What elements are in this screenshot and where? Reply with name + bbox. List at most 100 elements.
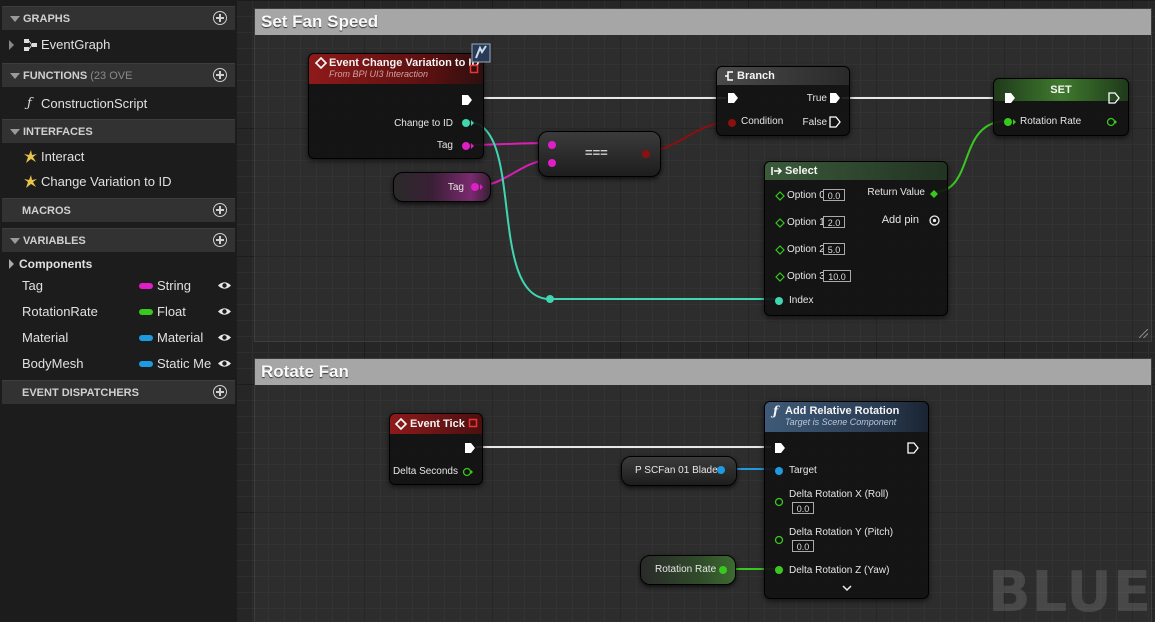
sidebar-item-change-variation[interactable]: Change Variation to ID bbox=[2, 170, 235, 194]
delta-y-value-field[interactable]: 0.0 bbox=[792, 540, 814, 552]
float-pin-icon[interactable] bbox=[718, 565, 728, 575]
variable-type-pill bbox=[139, 335, 153, 341]
eye-icon[interactable] bbox=[218, 307, 231, 316]
exec-out-pin-icon[interactable] bbox=[829, 92, 841, 104]
blueprint-watermark: BLUEP bbox=[988, 560, 1155, 622]
function-node-header[interactable]: ƒ Add Relative Rotation Target is Scene … bbox=[765, 402, 928, 432]
sidebar-item-eventgraph[interactable]: EventGraph bbox=[2, 33, 235, 57]
select-node-header[interactable]: Select bbox=[765, 162, 947, 180]
pin-label-delta-seconds: Delta Seconds bbox=[392, 466, 458, 477]
event-subtitle: From BPI UI3 Interaction bbox=[329, 69, 429, 79]
comment-title[interactable]: Rotate Fan bbox=[255, 359, 1151, 385]
float-pin-icon[interactable] bbox=[930, 190, 938, 198]
event-tick-header[interactable]: Event Tick bbox=[390, 414, 482, 434]
variable-name: RotationRate bbox=[22, 304, 98, 319]
string-pin-icon[interactable] bbox=[461, 141, 475, 151]
sidebar-item-constructionscript[interactable]: ƒ ConstructionScript bbox=[2, 92, 235, 116]
float-pin-icon[interactable] bbox=[774, 535, 784, 545]
delegate-pin-icon[interactable] bbox=[469, 64, 479, 74]
wildcard-pin-icon[interactable] bbox=[775, 245, 785, 255]
macros-section-header[interactable]: MACROS bbox=[2, 198, 235, 222]
variable-row-material[interactable]: Material Material bbox=[2, 326, 235, 350]
object-pin-icon[interactable] bbox=[774, 466, 784, 476]
eye-icon[interactable] bbox=[218, 359, 231, 368]
set-rotation-rate-node[interactable]: SET Rotation Rate bbox=[993, 78, 1129, 136]
dispatchers-section-header[interactable]: EVENT DISPATCHERS bbox=[2, 380, 235, 404]
float-pin-out-icon[interactable] bbox=[1106, 117, 1118, 127]
add-graph-icon[interactable] bbox=[213, 11, 227, 25]
exec-out-pin-icon[interactable] bbox=[464, 442, 476, 454]
comment-title[interactable]: Set Fan Speed bbox=[255, 9, 1151, 35]
exec-out-pin-icon[interactable] bbox=[461, 94, 473, 106]
select-icon bbox=[771, 167, 783, 175]
eye-icon[interactable] bbox=[218, 333, 231, 342]
eye-icon[interactable] bbox=[218, 281, 231, 290]
float-pin-icon[interactable] bbox=[1003, 117, 1017, 127]
blueprint-graph-canvas[interactable]: Set Fan Speed Rotate Fan Event Change Va… bbox=[236, 0, 1155, 622]
int-pin-icon[interactable] bbox=[774, 296, 784, 306]
collapse-arrow-icon bbox=[10, 129, 20, 135]
event-change-variation-node[interactable]: Event Change Variation to ID From BPI UI… bbox=[308, 53, 484, 159]
add-pin-icon[interactable] bbox=[929, 215, 940, 226]
variable-type: String bbox=[157, 278, 191, 293]
wildcard-pin-icon[interactable] bbox=[775, 191, 785, 201]
exec-out-pin-icon[interactable] bbox=[829, 116, 841, 128]
expand-chevron-icon[interactable] bbox=[842, 585, 852, 592]
add-relative-rotation-node[interactable]: ƒ Add Relative Rotation Target is Scene … bbox=[764, 401, 929, 599]
resize-handle-icon[interactable] bbox=[1139, 329, 1148, 338]
branch-node-header[interactable]: Branch bbox=[717, 67, 849, 85]
variable-row-rotationrate[interactable]: RotationRate Float bbox=[2, 300, 235, 324]
graph-icon bbox=[24, 39, 37, 51]
add-function-icon[interactable] bbox=[213, 68, 227, 82]
option-value-field[interactable]: 5.0 bbox=[823, 243, 845, 255]
float-pin-out-icon[interactable] bbox=[462, 467, 474, 477]
exec-out-pin-icon[interactable] bbox=[1108, 92, 1120, 104]
select-float-node[interactable]: Select Option 0 0.0 Option 1 2.0 Option … bbox=[764, 161, 948, 316]
variable-row-bodymesh[interactable]: BodyMesh Static Me bbox=[2, 352, 235, 376]
variable-type: Float bbox=[157, 304, 186, 319]
string-pin-icon[interactable] bbox=[470, 182, 484, 192]
tag-variable-node[interactable]: Tag bbox=[393, 172, 491, 202]
option-value-field[interactable]: 10.0 bbox=[823, 270, 851, 282]
wildcard-pin-icon[interactable] bbox=[775, 218, 785, 228]
exec-in-pin-icon[interactable] bbox=[774, 442, 786, 454]
branch-node[interactable]: Branch True Condition False bbox=[716, 66, 850, 136]
add-pin-label[interactable]: Add pin bbox=[881, 214, 919, 226]
float-pin-icon[interactable] bbox=[774, 565, 784, 575]
set-node-header[interactable]: SET bbox=[994, 79, 1128, 101]
object-pin-icon[interactable] bbox=[716, 465, 726, 475]
exec-in-pin-icon[interactable] bbox=[727, 92, 739, 104]
add-dispatcher-icon[interactable] bbox=[213, 385, 227, 399]
float-pin-icon[interactable] bbox=[774, 497, 784, 507]
scfan-blades-variable-node[interactable]: P SCFan 01 Blades bbox=[621, 456, 737, 486]
delta-x-value-field[interactable]: 0.0 bbox=[792, 502, 814, 514]
delegate-pin-icon[interactable] bbox=[468, 418, 478, 428]
int-pin-icon[interactable] bbox=[461, 118, 475, 128]
pin-label-delta-x: Delta Rotation X (Roll) bbox=[789, 489, 889, 500]
bool-pin-icon[interactable] bbox=[727, 118, 737, 128]
event-tick-node[interactable]: Event Tick Delta Seconds bbox=[389, 413, 483, 485]
functions-section-header[interactable]: FUNCTIONS (23 OVE bbox=[2, 63, 235, 87]
rotation-rate-variable-node[interactable]: Rotation Rate bbox=[640, 555, 736, 585]
exec-out-pin-icon[interactable] bbox=[907, 442, 919, 454]
exec-in-pin-icon[interactable] bbox=[1004, 92, 1016, 104]
sidebar-item-interact[interactable]: Interact bbox=[2, 145, 235, 169]
wildcard-pin-icon[interactable] bbox=[775, 272, 785, 282]
string-pin-icon[interactable] bbox=[547, 140, 557, 150]
add-macro-icon[interactable] bbox=[213, 203, 227, 217]
pin-label-index: Index bbox=[789, 295, 814, 306]
function-icon: ƒ bbox=[773, 404, 779, 418]
interfaces-section-header[interactable]: INTERFACES bbox=[2, 119, 235, 143]
option-value-field[interactable]: 0.0 bbox=[823, 189, 845, 201]
equal-compare-node[interactable]: === bbox=[538, 131, 661, 177]
add-variable-icon[interactable] bbox=[213, 233, 227, 247]
variable-row-tag[interactable]: Tag String bbox=[2, 274, 235, 298]
reroute-knot[interactable] bbox=[546, 295, 554, 303]
string-pin-icon[interactable] bbox=[547, 158, 557, 168]
variables-category-components[interactable]: Components bbox=[2, 252, 235, 276]
bool-pin-icon[interactable] bbox=[641, 149, 651, 159]
variables-section-header[interactable]: VARIABLES bbox=[2, 228, 235, 252]
event-node-header[interactable]: Event Change Variation to ID From BPI UI… bbox=[309, 54, 483, 84]
graphs-section-header[interactable]: GRAPHS bbox=[2, 6, 235, 30]
option-value-field[interactable]: 2.0 bbox=[823, 216, 845, 228]
